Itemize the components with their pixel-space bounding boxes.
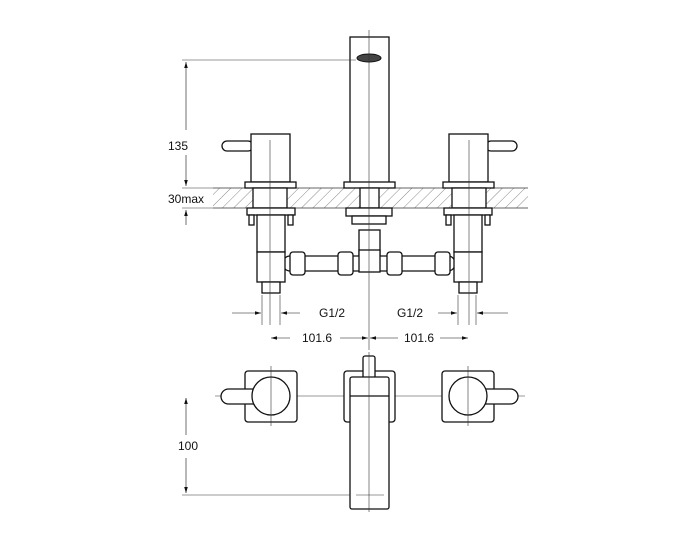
dim-spout-reach: 100 bbox=[178, 439, 198, 453]
left-handle-plan bbox=[220, 366, 298, 426]
dim-inlet-right: G1/2 bbox=[397, 306, 423, 320]
right-valve bbox=[442, 133, 518, 294]
dim-spacing-right: 101.6 bbox=[404, 331, 434, 345]
dim-deck-thickness: 30max bbox=[168, 192, 204, 206]
front-elevation-view: 135 30max G1/2 G1/2 101.6 101.6 bbox=[168, 30, 528, 350]
dim-spacing-left: 101.6 bbox=[302, 331, 332, 345]
right-handle-plan bbox=[441, 366, 519, 426]
left-valve bbox=[221, 133, 297, 294]
dim-inlet-left: G1/2 bbox=[319, 306, 345, 320]
dim-spout-height: 135 bbox=[168, 139, 188, 153]
spout-plan bbox=[343, 352, 396, 512]
spout bbox=[343, 36, 396, 271]
top-plan-view: 100 bbox=[178, 352, 525, 512]
